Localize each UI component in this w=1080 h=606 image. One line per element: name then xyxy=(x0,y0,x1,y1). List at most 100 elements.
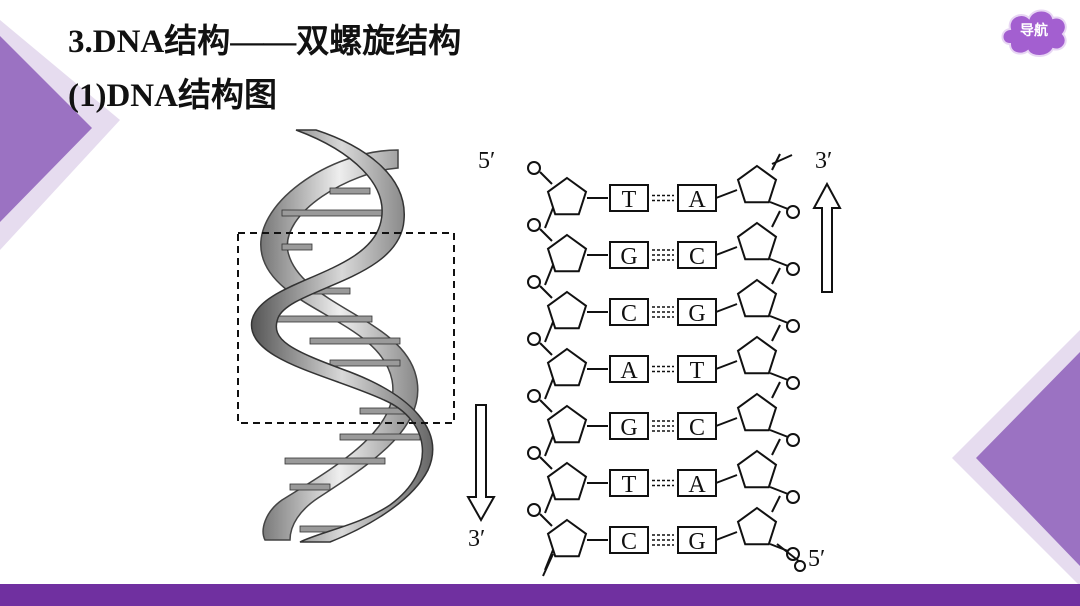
left-phosphodiester-bond xyxy=(539,228,553,242)
right-base-box xyxy=(677,355,717,383)
left-phosphate xyxy=(527,332,541,346)
right-base-letter: C xyxy=(689,244,705,270)
right-sugar xyxy=(736,506,778,546)
right-phosphodiester-bond xyxy=(769,201,789,210)
left-phosphodiester-bond xyxy=(539,171,553,185)
nav-button-label: 导航 xyxy=(1020,23,1048,39)
right-phosphodiester-bond xyxy=(769,486,789,495)
right-glycosidic-bond xyxy=(715,303,738,313)
right-phosphate xyxy=(786,319,800,333)
bottom-bar xyxy=(0,584,1080,606)
double-helix xyxy=(250,129,434,543)
right-base-letter: G xyxy=(688,529,705,555)
left-phosphate xyxy=(527,275,541,289)
left-base-letter: A xyxy=(620,358,638,384)
cloud-icon xyxy=(1001,9,1067,57)
right-phosphate xyxy=(786,262,800,276)
left-phosphate xyxy=(527,446,541,460)
left-phosphate xyxy=(527,389,541,403)
nav-button[interactable]: 导航 xyxy=(998,4,1070,58)
right-base-letter: T xyxy=(690,358,705,384)
right-triangle xyxy=(976,352,1080,566)
left-sugar xyxy=(546,233,588,273)
left-base-box xyxy=(609,241,649,269)
right-strand-end xyxy=(776,543,801,563)
left-phosphate xyxy=(527,161,541,175)
right-phosphate xyxy=(786,547,800,561)
slide-subtitle: (1)DNA结构图 xyxy=(68,78,277,114)
down-arrow-icon xyxy=(466,404,496,523)
right-sugar xyxy=(736,392,778,432)
right-backbone-link xyxy=(771,267,781,285)
right-sugar xyxy=(736,278,778,318)
left-sugar xyxy=(546,461,588,501)
helix-base-pair-rod xyxy=(309,337,401,345)
right-base-letter: C xyxy=(689,415,705,441)
right-base-box xyxy=(677,184,717,212)
helix-base-pair-rod xyxy=(339,433,421,441)
left-backbone-link xyxy=(544,264,554,286)
right-glycosidic-bond xyxy=(715,531,738,541)
right-base-letter: A xyxy=(688,187,706,213)
right-strand-3prime-label: 3′ xyxy=(815,148,832,174)
left-backbone-link xyxy=(544,492,554,514)
helix-base-pair-rod xyxy=(281,209,383,217)
right-glycosidic-bond xyxy=(715,246,738,256)
right-phosphodiester-bond xyxy=(769,372,789,381)
right-sugar xyxy=(736,164,778,204)
left-backbone-link xyxy=(544,435,554,457)
left-sugar xyxy=(546,404,588,444)
helix-base-pair-rod xyxy=(284,457,386,465)
right-glycosidic-bond xyxy=(715,417,738,427)
right-base-box xyxy=(677,298,717,326)
left-base-box xyxy=(609,298,649,326)
left-phosphodiester-bond xyxy=(539,399,553,413)
left-backbone-link xyxy=(544,378,554,400)
left-base-box xyxy=(609,355,649,383)
right-backbone-link xyxy=(771,210,781,228)
highlight-frame xyxy=(237,232,455,424)
helix-base-pair-rod xyxy=(329,359,401,367)
left-sugar xyxy=(546,290,588,330)
helix-back-strand xyxy=(260,149,419,541)
right-phosphodiester-bond xyxy=(769,429,789,438)
right-phosphate xyxy=(786,433,800,447)
right-base-letter: A xyxy=(688,472,706,498)
right-phosphodiester-bond xyxy=(769,315,789,324)
slide-title: 3.DNA结构——双螺旋结构 xyxy=(68,24,462,60)
right-glycosidic-bond xyxy=(715,360,738,370)
left-triangle xyxy=(0,36,92,222)
left-base-letter: T xyxy=(622,187,637,213)
left-backbone-link xyxy=(544,207,554,229)
left-phosphate xyxy=(527,503,541,517)
left-phosphodiester-bond xyxy=(539,456,553,470)
left-sugar xyxy=(546,518,588,558)
left-base-box xyxy=(609,184,649,212)
left-base-box xyxy=(609,412,649,440)
left-sugar xyxy=(546,347,588,387)
right-terminal-phosphate xyxy=(794,560,806,572)
right-backbone-link xyxy=(771,438,781,456)
left-phosphodiester-bond xyxy=(539,285,553,299)
right-phosphate xyxy=(786,376,800,390)
right-sugar xyxy=(736,335,778,375)
right-sugar xyxy=(736,449,778,489)
left-sugar xyxy=(546,176,588,216)
helix-base-pair-rod xyxy=(329,187,371,195)
left-strand-end xyxy=(542,553,554,577)
right-strand-5prime-label: 5′ xyxy=(808,546,825,572)
left-base-letter: G xyxy=(620,244,637,270)
right-glycosidic-bond xyxy=(715,189,738,199)
right-phosphodiester-bond xyxy=(769,258,789,267)
left-phosphodiester-bond xyxy=(539,342,553,356)
left-backbone-link xyxy=(544,321,554,343)
right-base-box xyxy=(677,412,717,440)
right-base-box xyxy=(677,526,717,554)
right-glycosidic-bond xyxy=(715,474,738,484)
right-backbone-link xyxy=(771,324,781,342)
left-base-letter: C xyxy=(621,529,637,555)
right-phosphate xyxy=(786,490,800,504)
right-phosphate xyxy=(786,205,800,219)
